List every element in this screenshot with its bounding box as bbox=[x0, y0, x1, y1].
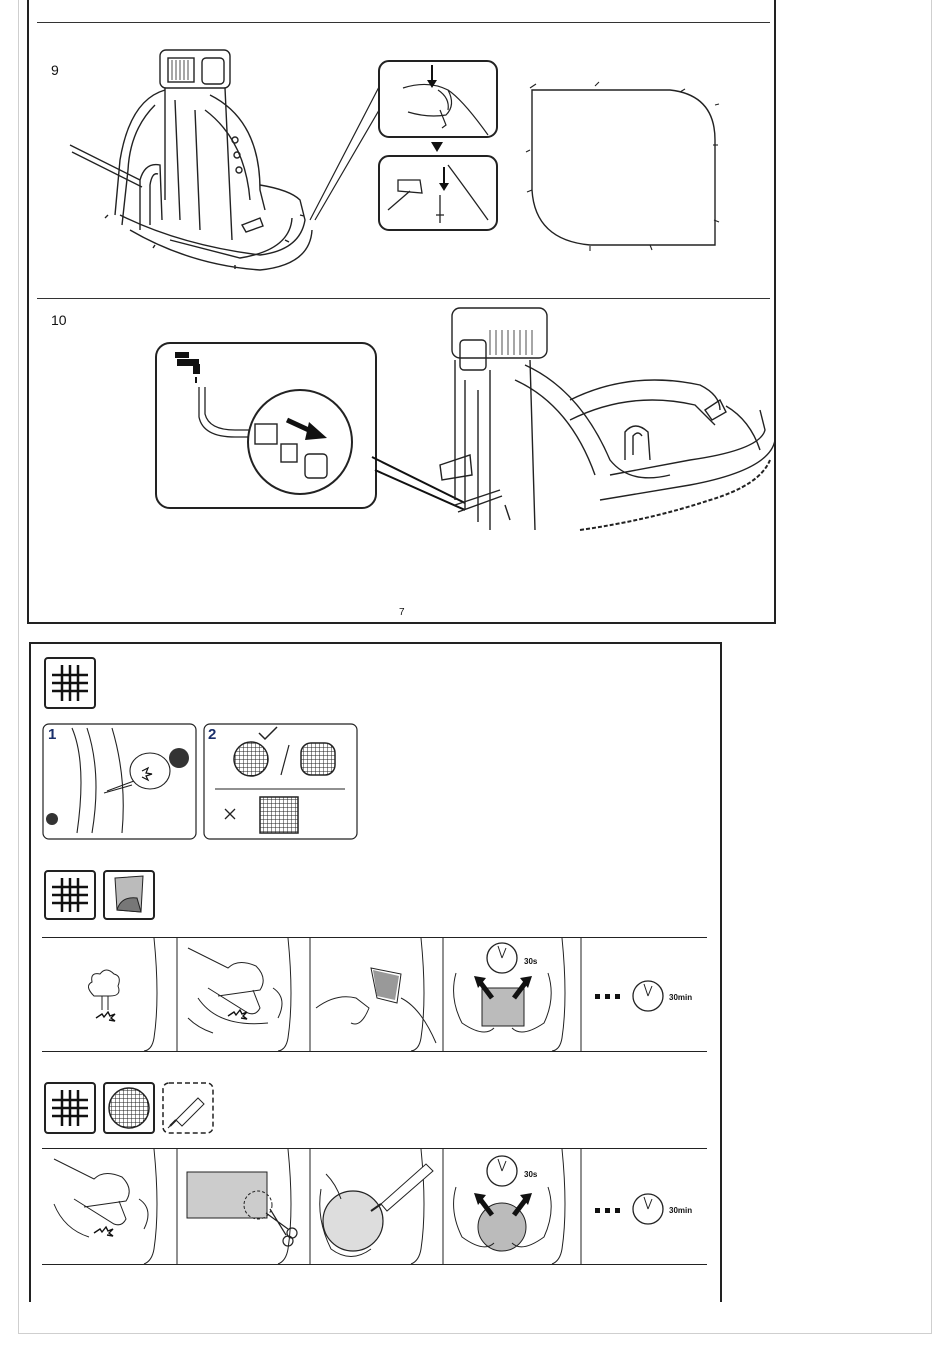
mesh-grid-icon bbox=[44, 1082, 96, 1134]
mesh-grid-icon bbox=[44, 657, 96, 709]
top-rule bbox=[37, 22, 770, 23]
row1-time-30s: 30s bbox=[524, 957, 537, 966]
stake-insert-callout bbox=[378, 60, 498, 140]
row2-step-press bbox=[444, 1149, 582, 1264]
row2-bottom-rule bbox=[42, 1264, 707, 1265]
row2-step-wipe bbox=[44, 1149, 178, 1264]
row1-step-press bbox=[444, 938, 582, 1051]
row1-bottom-rule bbox=[42, 1051, 707, 1052]
slide-pool-illustration-step9 bbox=[60, 40, 320, 280]
row2-time-30s: 30s bbox=[524, 1170, 537, 1179]
mesh-grid-icon bbox=[44, 870, 96, 920]
row2-step-glue bbox=[311, 1149, 444, 1264]
row1-step-wipe bbox=[178, 938, 311, 1051]
step-10-number: 10 bbox=[51, 312, 67, 328]
mesh-tear-panel bbox=[42, 723, 197, 840]
patch-shape-panel bbox=[203, 723, 358, 840]
panel-2-number: 2 bbox=[208, 726, 216, 743]
row2-step-cut bbox=[178, 1149, 311, 1264]
down-arrow-triangle bbox=[430, 140, 444, 154]
panel-1-number: 1 bbox=[48, 726, 56, 743]
row1-step-damage bbox=[44, 938, 178, 1051]
page-number: 7 bbox=[399, 607, 405, 618]
step-9-number: 9 bbox=[51, 62, 59, 78]
callout-pointer bbox=[300, 80, 390, 230]
step-divider bbox=[37, 298, 770, 299]
glue-tube-icon bbox=[162, 1082, 214, 1134]
row1-time-30min: 30min bbox=[669, 993, 692, 1002]
hose-connection-callout bbox=[155, 342, 377, 510]
hammer-callout bbox=[378, 155, 498, 233]
slide-pool-illustration-step10 bbox=[430, 300, 780, 545]
ground-sheet-outline bbox=[520, 80, 730, 260]
row1-step-peel bbox=[311, 938, 444, 1051]
patch-sheet-icon bbox=[103, 870, 155, 920]
row2-time-30min: 30min bbox=[669, 1206, 692, 1215]
round-patch-icon bbox=[103, 1082, 155, 1134]
scissors-icon bbox=[266, 1209, 297, 1246]
